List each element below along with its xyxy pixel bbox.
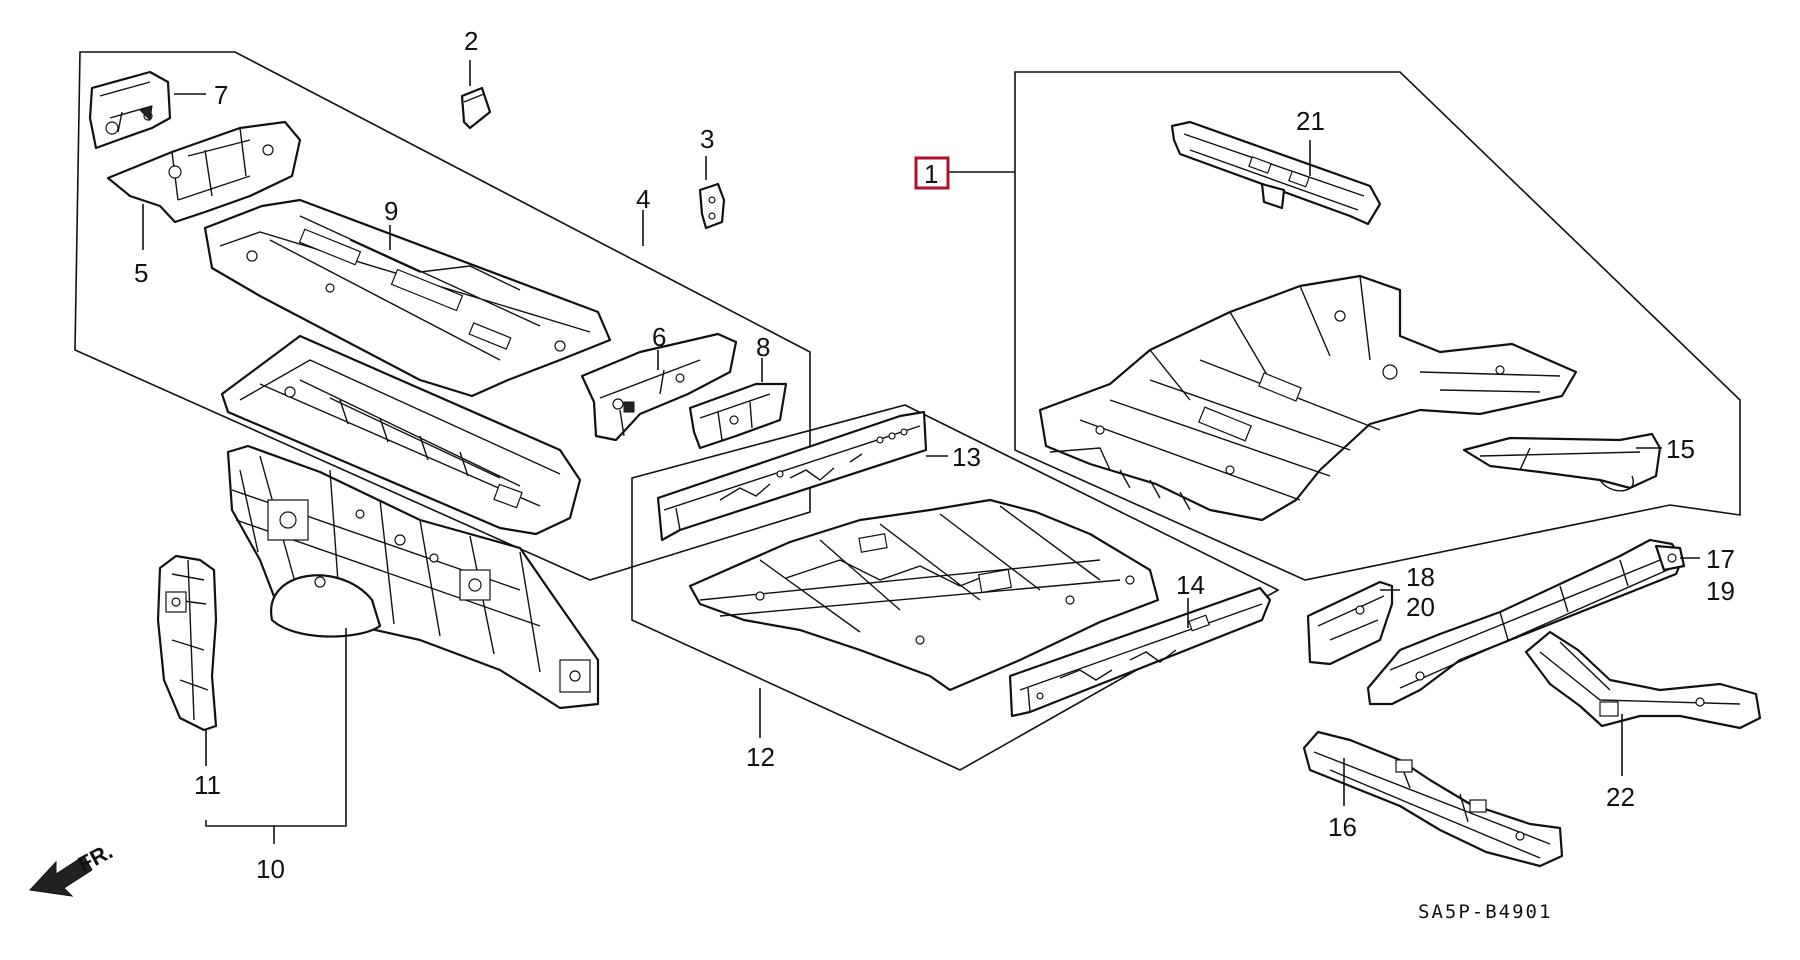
- part-16-rear-frame: [1302, 730, 1564, 868]
- part-22-rear-frame: [1524, 630, 1762, 730]
- part-6-bracket: [580, 332, 738, 442]
- callout-10: 10: [256, 854, 285, 884]
- part-13-floor-side-sill: [656, 410, 928, 542]
- part-11-side-pillar: [156, 554, 218, 732]
- rear-floor-assembly: [1038, 274, 1578, 522]
- lower-cowl-panel: [220, 334, 582, 536]
- callout-21: 21: [1296, 106, 1325, 136]
- callout-17: 17: [1706, 544, 1735, 574]
- part-5-bracket: [106, 120, 302, 224]
- leader-lines: [142, 60, 1700, 844]
- part-3-bracket: [698, 182, 726, 230]
- part-15-bracket: [1462, 432, 1662, 492]
- callout-15: 15: [1666, 434, 1695, 464]
- front-direction-arrow: FR.: [28, 838, 117, 897]
- part-18-20-bracket: [1306, 580, 1394, 666]
- callout-22: 22: [1606, 782, 1635, 812]
- callout-16: 16: [1328, 812, 1357, 842]
- dashboard-group-outline: [74, 51, 811, 581]
- part-7-gusset: [88, 70, 172, 150]
- part-14-floor-side-sill: [1008, 586, 1272, 718]
- part-17-19-rear-side-frame: [1366, 538, 1686, 706]
- callout-12: 12: [746, 742, 775, 772]
- callout-20: 20: [1406, 592, 1435, 622]
- dashboard-bulkhead: [226, 444, 600, 710]
- part-2-plug: [460, 86, 492, 130]
- arrow-icon: [28, 855, 93, 897]
- callout-7: 7: [214, 80, 228, 110]
- callout-13: 13: [952, 442, 981, 472]
- callout-18: 18: [1406, 562, 1435, 592]
- rear-floor-group-outline: [1014, 71, 1741, 581]
- callout-1: 1: [924, 159, 938, 189]
- callout-2: 2: [464, 26, 478, 56]
- part-8-bracket: [688, 382, 788, 450]
- callout-4: 4: [636, 184, 650, 214]
- callout-1-highlight-box: [914, 156, 950, 190]
- callout-14: 14: [1176, 570, 1205, 600]
- diagram-code: SA5P-B4901: [1418, 901, 1552, 923]
- callout-11: 11: [194, 770, 221, 800]
- floor-group-outline: [631, 404, 1280, 771]
- callout-5: 5: [134, 258, 148, 288]
- callout-9: 9: [384, 196, 398, 226]
- part-21-rear-crossmember: [1170, 120, 1382, 226]
- callout-6: 6: [652, 322, 666, 352]
- front-floor-pan: [688, 498, 1160, 692]
- part-9-upper-cowl: [203, 198, 612, 398]
- callout-19: 19: [1706, 576, 1735, 606]
- callout-numbers: 1 2 3 4 5 6 7 8 9 10 11 12 13 14 15 16 1…: [134, 26, 1735, 884]
- callout-3: 3: [700, 124, 714, 154]
- callout-8: 8: [756, 332, 770, 362]
